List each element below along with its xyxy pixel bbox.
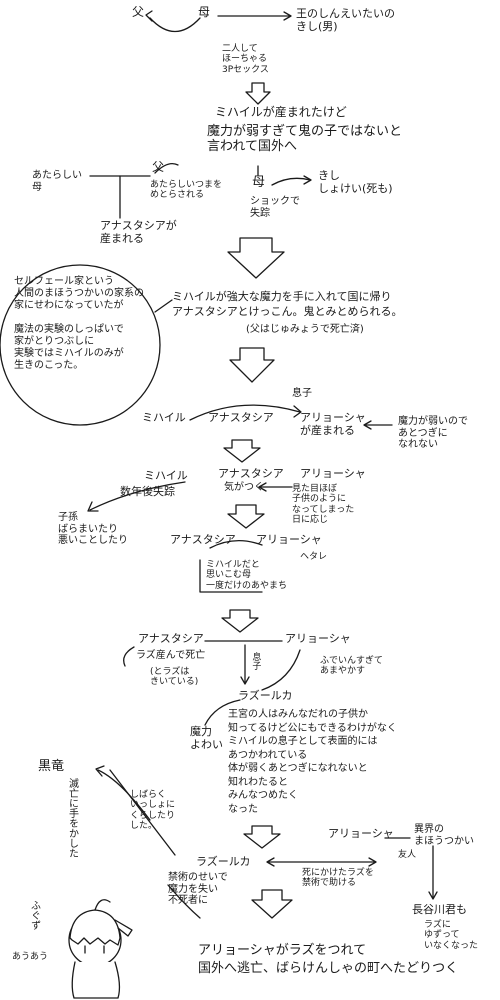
- chibi-ribbon: [114, 919, 133, 937]
- auau-label: あうあう: [12, 952, 49, 962]
- s7-dragon-arrowhead: [95, 765, 105, 777]
- new-mother-label: あたらしい 母: [32, 170, 82, 193]
- father-dead-note: (父はじゅみょうで死亡済): [246, 324, 364, 335]
- died-label: ラズ産んで死亡: [136, 650, 206, 661]
- big-arrow-7: [243, 825, 281, 849]
- s7-razurka: ラズールカ: [196, 855, 251, 868]
- palace-note: 王宮の人はみんなだれの子供か 知ってるけど公にもできるわけがなく ミハイルの息子…: [228, 709, 397, 815]
- big-arrow-6: [221, 609, 259, 633]
- mihail-gone-label: 数年後失踪: [120, 485, 175, 498]
- fuguzu-label: ふぐず: [28, 900, 40, 930]
- noticed-label: 気がつく: [224, 482, 264, 493]
- s3-anastasia: アナスタシア: [208, 411, 274, 424]
- s5-bracket: [199, 559, 263, 593]
- s7-other-down-head: [428, 891, 438, 900]
- black-dragon-label: 黒竜: [38, 759, 65, 774]
- s3-mihail: ミハイル: [142, 411, 186, 424]
- s1-father-label: 父: [152, 160, 165, 174]
- s6-son-label: 息子: [250, 652, 261, 670]
- nagatari-note: ラズに ゆずって いなくなった: [424, 920, 479, 951]
- weak-magic-label: 魔力が弱すぎて鬼の子ではないと 言われて国外へ: [207, 124, 403, 154]
- chibi-body: [71, 961, 121, 999]
- big-arrow-4: [223, 439, 261, 463]
- chibi-character: [68, 899, 133, 999]
- s7-dragon-arrow: [97, 769, 151, 821]
- final-label: アリョーシャがラズをつれて 国外へ逃亡、ばらけんしゃの町へたどりつく: [198, 943, 459, 977]
- friend-label: 友人: [398, 850, 417, 860]
- lonely-label: しばらく いっしょに くらしたり した。: [130, 790, 176, 832]
- s6-alyosha-to-razu: [261, 649, 301, 691]
- kids-label: 子孫 ばらまいたり 悪いことしたり: [58, 512, 128, 546]
- chibi-ahoge: [94, 899, 111, 911]
- s7-exchange-head-r: [368, 857, 377, 867]
- nagatari-label: 長谷川君も: [412, 903, 467, 916]
- big-arrow-3: [229, 347, 275, 383]
- father-to-new-mother-arrow: [154, 162, 179, 174]
- bubble-pointer: [154, 299, 173, 313]
- weak-note-label: 魔力が弱いので あとつぎに なれない: [398, 416, 468, 450]
- return-label: ミハイルが強大な魔力を手に入れて国に帰り アナスタシアとけっこん。鬼とみとめられ…: [172, 290, 403, 318]
- s7-alyosha: アリョーシャ: [328, 827, 394, 840]
- flight-label: 二人して ほーちゃる 3Pセックス: [222, 44, 269, 75]
- s3-arc: [189, 404, 301, 421]
- mother-to-knight: [271, 177, 311, 186]
- s6-anastasia: アナスタシア: [138, 632, 204, 645]
- mihail-born-label: ミハイルが産まれたけど: [215, 105, 347, 119]
- shock-label: ショックで 失踪: [250, 196, 300, 219]
- s5-anastasia: アナスタシア: [170, 533, 236, 546]
- father-note-label: あたらしいつまを めとらされる: [150, 180, 223, 201]
- s6-razurka: ラズールカ: [238, 689, 293, 702]
- arrowhead-king: [283, 11, 292, 21]
- alyosha-born-label: アリョーシャ が産まれる: [300, 411, 366, 437]
- big-arrow-5: [227, 504, 265, 529]
- s6-palace-arrow: [204, 699, 241, 726]
- s7-dragon-line: [109, 769, 176, 856]
- s5-arc: [209, 540, 263, 549]
- other-world-label: 異界の まほうつかい: [414, 824, 474, 847]
- knight-executed-label: きし しょけい(死も): [318, 169, 393, 195]
- big-arrow-8: [251, 889, 293, 919]
- anastasia-born-label: アナスタシアが 産まれる: [100, 219, 177, 245]
- arrowhead-knight: [303, 175, 312, 185]
- immortal-label: 禁術のせいで 魔力を失い 不死者に: [168, 872, 228, 906]
- s4-anastasia: アナスタシア: [218, 467, 284, 480]
- s6-son-arrowhead: [240, 676, 250, 685]
- bubble-text: セルフェール家という 人間のまほうつかいの家系の 家にせわになっていたが 魔法の…: [14, 276, 144, 371]
- s7-exchange-head-l: [266, 857, 275, 867]
- s4-mihail: ミハイル: [144, 469, 188, 482]
- hollow-arrow-1: [245, 82, 271, 105]
- s4-left-arrow: [89, 481, 186, 511]
- father-label: 父: [132, 5, 145, 19]
- s5-alyosha: アリョーシャ: [256, 533, 322, 546]
- king-guard-label: 王のしんえいたいの きし(男): [296, 7, 395, 33]
- s3-arrowhead: [293, 405, 302, 418]
- s4-notice-arrowhead: [258, 482, 267, 492]
- saves-label: 死にかけたラズを 禁術で助ける: [302, 868, 374, 889]
- spoil-label: ふでいんすぎて あまやかす: [320, 656, 383, 677]
- s1-mother-label: 母: [252, 175, 266, 190]
- weak-magic-small: 魔力 よわい: [190, 725, 223, 751]
- s6-left-arrow: [123, 646, 135, 667]
- dragon-hand-label: 滅亡に手をかした: [66, 778, 78, 858]
- s4-left-arrowhead: [87, 501, 99, 512]
- razu-know-label: (とラズは きいている): [150, 667, 199, 688]
- arrowhead-father: [145, 10, 153, 22]
- chibi-hair: [69, 909, 121, 946]
- bubble-outline: [0, 264, 161, 426]
- hetare-label: ヘタレ: [300, 552, 328, 562]
- connector-father-mother: [149, 17, 201, 32]
- big-arrow-2: [227, 237, 285, 279]
- believe-label: ミハイルだと 思いこむ母 一度だけのあやまち: [206, 560, 288, 591]
- looks-note-label: 見た目ほぼ 子供のように なってしまった 日に応じ: [292, 484, 355, 526]
- s7-immortal-line: [167, 884, 201, 919]
- s4-alyosha: アリョーシャ: [300, 467, 366, 480]
- mother-label: 母: [198, 5, 211, 19]
- s3-son-label: 息子: [292, 388, 312, 399]
- s3-weak-arrowhead: [363, 420, 372, 430]
- s6-alyosha: アリョーシャ: [285, 632, 351, 645]
